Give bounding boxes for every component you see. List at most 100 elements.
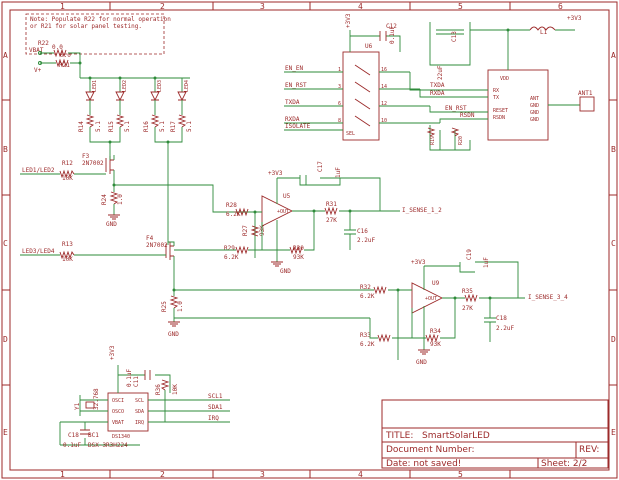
r12-label: R12 (62, 160, 73, 167)
r16-value: 5.1 (159, 121, 166, 132)
c19-label: C19 (466, 249, 473, 260)
u6-pin-10: 10 (381, 118, 387, 124)
u6-pin-16: 16 (381, 67, 387, 73)
r15-value: 5.1 (124, 121, 131, 132)
rf-pin-ant: ANT (530, 96, 539, 102)
row-label-e: E (3, 428, 8, 437)
c13-label: C13 (451, 31, 458, 42)
f3-value: 2N7002 (82, 160, 104, 167)
c18b-value: 0.1uF (63, 442, 81, 449)
r32-value: 6.2K (360, 293, 375, 300)
led4-label: LED4 (184, 80, 190, 92)
row-label-a-right: A (611, 51, 616, 60)
row-label-c: C (3, 239, 8, 248)
u5-label: U5 (283, 193, 291, 200)
opamp-u5: +OUT U5 +3V3 R28 6.2K R27 93K R29 6.2K R… (174, 161, 442, 275)
rf-pin-vdd: VDD (500, 76, 509, 82)
u6-pin-12: 12 (381, 101, 387, 107)
r34-value: 93K (430, 341, 441, 348)
r29-value: 6.2K (224, 254, 239, 261)
rf-pin-rsdn: RSDN (493, 115, 505, 121)
bc1-value: DSX-3R3H224 (88, 442, 128, 449)
r34-label: R34 (430, 328, 441, 335)
u6-pin-14: 14 (381, 84, 387, 90)
note-box: Note: Populate R22 for normal operation … (25, 13, 171, 55)
c11-value: 0.1uF (126, 369, 133, 387)
c18-label: C18 (496, 315, 507, 322)
rf-net-rsdn: RSDN (460, 112, 475, 119)
u6-vcc-label: +3V3 (345, 13, 352, 28)
r32-label: R32 (360, 284, 371, 291)
u6-sel-label: SEL (346, 131, 355, 137)
col-label-4-bottom: 4 (358, 470, 363, 479)
c17-label: C17 (317, 161, 324, 172)
r13-label: R13 (62, 241, 73, 248)
r35-label: R35 (462, 288, 473, 295)
u9-vcc-label: +3V3 (411, 259, 426, 266)
net-isense-1-2: I_SENSE_1_2 (402, 207, 442, 214)
r19-label: R19 (430, 136, 436, 145)
r12-value: 10K (62, 175, 73, 182)
rf-module: RX TX RESET RSDN VDD ANT GND GND GND TXD… (409, 15, 595, 151)
col-label-1: 1 (60, 2, 65, 11)
frame-column-labels: 1 2 3 4 5 6 1 2 3 4 5 (60, 2, 563, 479)
rev-label: REV: (579, 445, 599, 455)
net-sda1: SDA1 (208, 404, 223, 411)
r33-label: R33 (360, 332, 371, 339)
rf-pin-rx: RX (493, 88, 499, 94)
rf-net-en-rst: EN_RST (445, 105, 467, 112)
l1-label: L1 (540, 29, 548, 36)
u9-out-label: +OUT (425, 296, 437, 302)
net-isense-3-4: I_SENSE_3_4 (528, 294, 568, 301)
r27-value: 93K (259, 225, 266, 236)
row-label-d-right: D (611, 335, 616, 344)
c12-label: C12 (386, 23, 397, 30)
r31-value: 27K (326, 217, 337, 224)
led-bank: LED1 LED2 LED3 LED4 R14 5.1 R15 5.1 R16 … (78, 76, 193, 245)
r27-label: R27 (242, 225, 249, 236)
r22-value: 0.0 (52, 44, 63, 51)
note-line-1: Note: Populate R22 for normal operation (30, 16, 171, 23)
title-label: TITLE: (385, 431, 413, 441)
vplus-label: V+ (34, 67, 42, 74)
row-label-d: D (3, 335, 8, 344)
u6-label: U6 (365, 43, 373, 50)
led1-label: LED1 (92, 80, 98, 92)
c18-value: 2.2uF (496, 325, 514, 332)
f4-value: 2N7002 (146, 242, 168, 249)
c12-value: 0.1uF (389, 26, 396, 44)
bc1-label: BC1 (88, 432, 99, 439)
vbat-jumper-section: R22 0.0 VBAT 0.0 R21 V+ (29, 40, 190, 79)
rtc-u10: OSCI OSCO VBAT SCL SDA IRQ DS1340 +3V3 C… (59, 345, 230, 449)
rf-pin-reset: RESET (493, 108, 508, 114)
title-value: SmartSolarLED (422, 431, 490, 441)
title-block: TITLE: SmartSolarLED Document Number: RE… (381, 399, 609, 469)
c16-label: C16 (357, 228, 368, 235)
u10-pin-osco: OSCO (112, 409, 124, 415)
r21-value: 0.0 (60, 52, 71, 59)
f4-gnd-label: GND (168, 331, 179, 338)
col-label-6: 6 (558, 2, 563, 11)
f4-label: F4 (146, 235, 154, 242)
c11-label: C11 (133, 376, 140, 387)
y1-label: Y1 (74, 402, 81, 410)
u6-pin-6: 6 (338, 101, 341, 107)
u6-pin-1: 1 (338, 67, 341, 73)
mosfet-f3: F3 2N7002 R12 10K LED1/LED2 R24 1.0 GND (20, 153, 250, 228)
col-label-2-bottom: 2 (160, 470, 165, 479)
u10-pin-sda: SDA (135, 409, 144, 415)
u9-gnd-label: GND (416, 359, 427, 366)
u5-out-label: +OUT (277, 209, 289, 215)
rf-pin-gnd-3: GND (530, 117, 539, 123)
u5-gnd-label: GND (280, 268, 291, 275)
net-led1-led2: LED1/LED2 (22, 167, 55, 174)
r21-label: R21 (59, 62, 70, 69)
net-scl1: SCL1 (208, 393, 223, 400)
opamp-u9: +OUT U9 +3V3 R32 6.2K R33 6.2K R34 93K G… (330, 249, 568, 366)
u10-pin-irq: IRQ (135, 420, 144, 426)
led2-label: LED2 (122, 80, 128, 92)
f3-label: F3 (82, 153, 90, 160)
note-line-2: or R21 for solar panel testing. (30, 23, 142, 30)
f3-gnd-label: GND (106, 221, 117, 228)
